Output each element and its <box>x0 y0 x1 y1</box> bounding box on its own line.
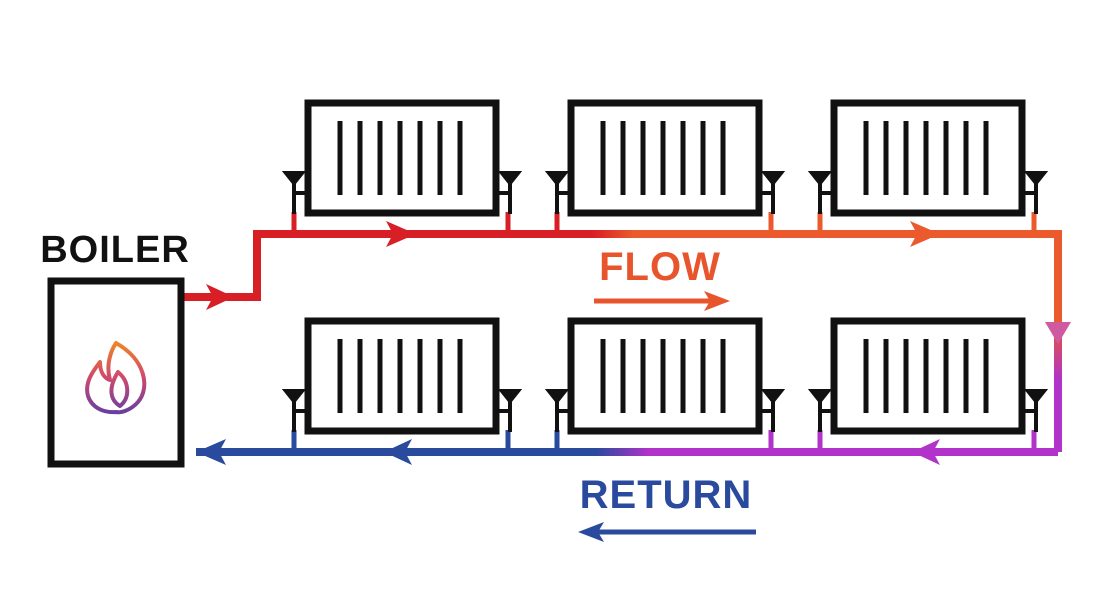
flow-direction-arrow-icon <box>704 291 730 311</box>
radiator-3 <box>812 103 1044 214</box>
boiler-outlet-arrow-icon <box>206 284 234 310</box>
radiator-icon <box>286 321 518 432</box>
radiator-icon <box>286 103 518 214</box>
return-label: RETURN <box>580 473 753 517</box>
return-arrow-icon <box>912 439 940 465</box>
flow-arrow-icon <box>386 221 416 247</box>
radiator-icon <box>812 103 1044 214</box>
radiator-icon <box>549 321 781 432</box>
return-legend: RETURN <box>578 473 756 542</box>
flow-arrows <box>206 221 1071 344</box>
radiator-icon <box>812 321 1044 432</box>
flow-legend: FLOW <box>594 245 730 311</box>
return-inlet-arrow-icon <box>196 439 226 465</box>
radiator-icon <box>549 103 781 214</box>
return-direction-arrow-icon <box>578 522 604 542</box>
flame-icon <box>85 341 147 415</box>
flow-arrow-icon <box>910 221 940 247</box>
radiator-4 <box>286 321 518 432</box>
return-arrow-icon <box>384 439 412 465</box>
flow-label: FLOW <box>599 245 721 289</box>
boiler: BOILER <box>40 229 190 468</box>
radiator-1 <box>286 103 518 214</box>
radiator-5 <box>549 321 781 432</box>
riser-arrow-icon <box>1045 322 1071 344</box>
radiator-2 <box>549 103 781 214</box>
return-arrows <box>196 439 940 465</box>
boiler-label: BOILER <box>40 229 190 271</box>
radiator-6 <box>812 321 1044 432</box>
